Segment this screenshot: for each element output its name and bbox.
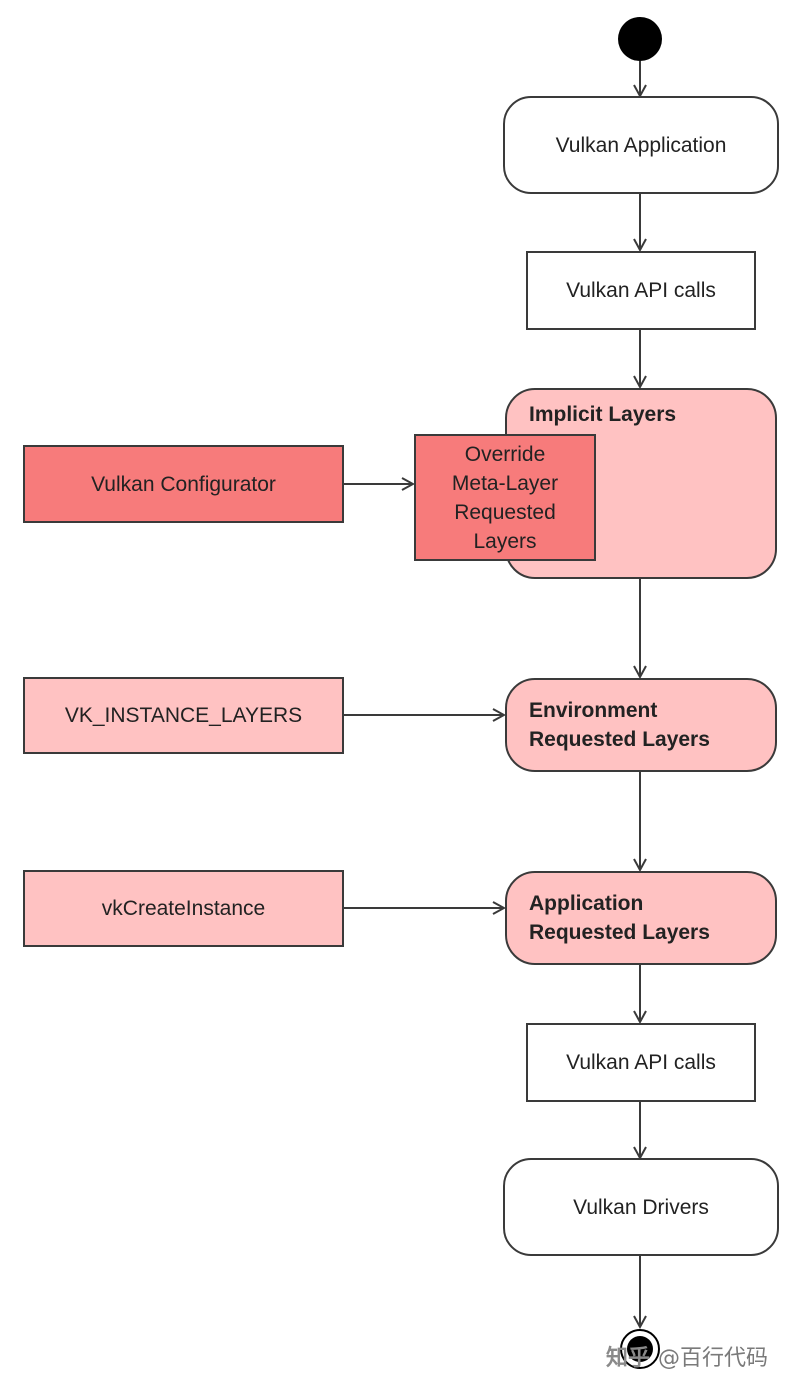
vulkan-configurator-node: Vulkan Configurator [23,445,344,523]
vulkan-application-node: Vulkan Application [503,96,779,194]
start-node [618,17,662,61]
environment-requested-layers-node: Environment Requested Layers [505,678,777,772]
application-requested-layers-label: Application Requested Layers [529,892,710,944]
vk-create-instance-node: vkCreateInstance [23,870,344,947]
vulkan-api-calls-top-label: Vulkan API calls [566,279,716,302]
vk-instance-layers-node: VK_INSTANCE_LAYERS [23,677,344,754]
vulkan-drivers-node: Vulkan Drivers [503,1158,779,1256]
vk-create-instance-label: vkCreateInstance [101,897,266,920]
application-requested-layers-node: Application Requested Layers [505,871,777,965]
implicit-layers-label: Implicit Layers [529,403,677,426]
vulkan-application-label: Vulkan Application [555,133,727,157]
vk-instance-layers-label: VK_INSTANCE_LAYERS [64,704,303,727]
watermark: 知乎 @百行代码 [606,1338,768,1374]
override-meta-layer-label: Override Meta-Layer Requested Layers [451,442,559,553]
override-meta-layer-node: Override Meta-Layer Requested Layers [414,434,596,561]
vulkan-api-calls-bottom-label: Vulkan API calls [566,1051,716,1074]
vulkan-api-calls-top-node: Vulkan API calls [526,251,756,330]
vulkan-configurator-label: Vulkan Configurator [91,472,276,496]
watermark-handle: @百行代码 [658,1346,769,1371]
environment-requested-layers-label: Environment Requested Layers [529,699,710,751]
vulkan-drivers-label: Vulkan Drivers [573,1195,709,1219]
end-node-core [627,1336,653,1362]
watermark-brand: 知乎 [606,1346,651,1371]
vulkan-api-calls-bottom-node: Vulkan API calls [526,1023,756,1102]
